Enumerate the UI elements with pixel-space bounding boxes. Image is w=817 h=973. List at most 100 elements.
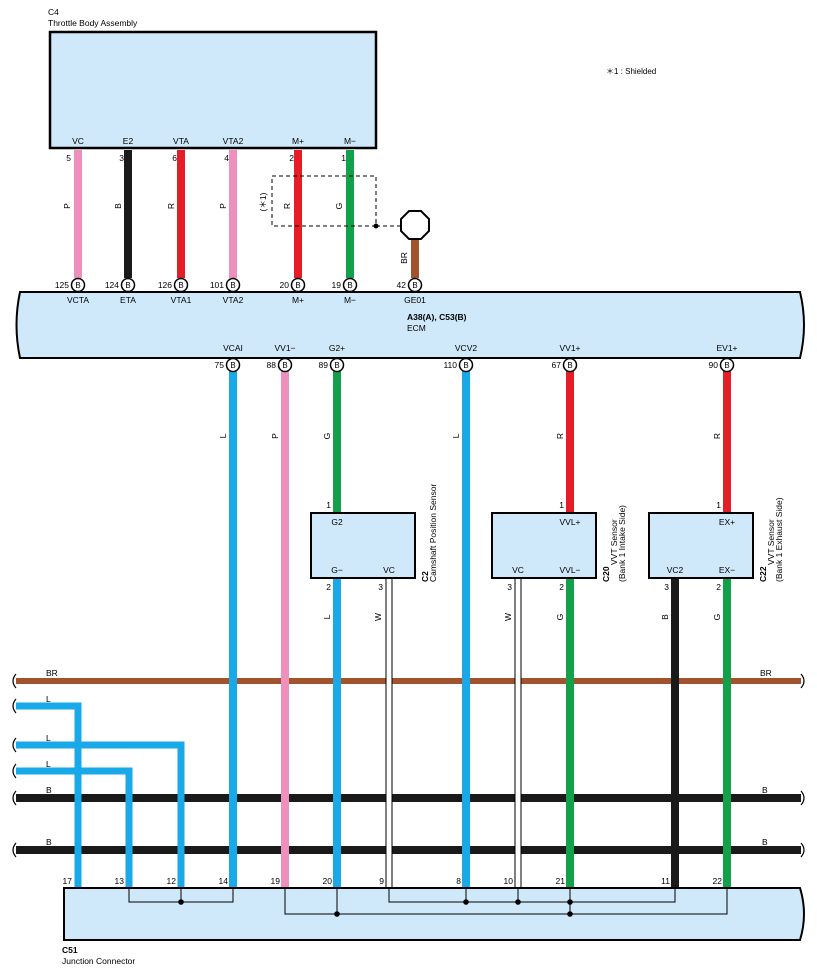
ecm-pin-label: VV1− — [274, 343, 295, 353]
c4-pin-num: 3 — [119, 153, 124, 163]
shield-box — [271, 175, 377, 227]
ecm-bottom-terminals — [225, 357, 735, 373]
c4-pin-label-vc: VC — [72, 136, 84, 146]
c51-pin-num: 17 — [63, 876, 73, 886]
c2-pin-label: VC — [383, 565, 395, 575]
c4-pin-num: 1 — [341, 153, 346, 163]
wire-break-mark — [12, 698, 17, 714]
c20-pin-num: 1 — [559, 500, 564, 510]
terminal — [719, 357, 735, 373]
terminal — [407, 277, 423, 293]
junction-node — [567, 911, 573, 917]
c51-pin-num: 19 — [271, 876, 281, 886]
c2-name: Camshaft Position Sensor — [428, 484, 438, 582]
c51-pin-num: 13 — [115, 876, 125, 886]
c2-pin-label: G2 — [331, 517, 343, 527]
wire-color-label: R — [282, 203, 292, 209]
ecm-box — [15, 291, 805, 359]
wire-break-mark — [800, 842, 805, 858]
terminal-conn: B — [463, 361, 468, 370]
c51-pin-num: 10 — [504, 876, 514, 886]
c51-pin-num: 21 — [556, 876, 566, 886]
wire-color-label: L — [322, 614, 332, 619]
ecm-pin-label: VCV2 — [455, 343, 477, 353]
ecm-pin-label: GE01 — [404, 295, 426, 305]
wire-color-label: B — [113, 203, 123, 209]
side-wire-color: BR — [760, 668, 772, 678]
terminal — [458, 357, 474, 373]
c22-pin-num: 2 — [716, 582, 721, 592]
side-wire-color: BR — [46, 668, 58, 678]
side-wire-color: L — [46, 759, 51, 769]
side-wire-color: L — [46, 694, 51, 704]
c2-pin-num: 3 — [378, 582, 383, 592]
ecm-pin-num: 89 — [319, 360, 329, 370]
c20-id: C20 — [601, 566, 611, 582]
wire-color-label: P — [270, 433, 280, 439]
ecm-pin-num: 42 — [397, 280, 407, 290]
c22-name: VVT Sensor — [766, 519, 776, 565]
ecm-pin-num: 110 — [443, 360, 457, 370]
ecm-pin-num: 101 — [210, 280, 224, 290]
wire-break-mark — [12, 790, 17, 806]
terminal — [70, 277, 86, 293]
wire-color-label: L — [451, 433, 461, 438]
terminal-conn: B — [282, 361, 287, 370]
junction-node — [178, 899, 184, 905]
c4-pin-label-vta: VTA — [173, 136, 189, 146]
c20-sub: (Bank 1 Intake Side) — [617, 505, 627, 582]
ecm-pin-label: VV1+ — [559, 343, 580, 353]
wire-break-mark — [12, 737, 17, 753]
junction-node — [567, 899, 573, 905]
c51-pin-num: 22 — [713, 876, 723, 886]
c51-pin-num: 20 — [323, 876, 333, 886]
terminal-conn: B — [75, 281, 80, 290]
c2-id: C2 — [420, 571, 430, 582]
wire-color-label: G — [322, 433, 332, 440]
c22-id: C22 — [758, 566, 768, 582]
ecm-pin-label: M+ — [292, 295, 304, 305]
wire-break-mark — [12, 673, 17, 689]
c2-pin-num: 2 — [326, 582, 331, 592]
wire-color-label: G — [555, 614, 565, 621]
ecm-pin-num: 67 — [552, 360, 562, 370]
ecm-pin-label: M− — [344, 295, 356, 305]
terminal-conn: B — [347, 281, 352, 290]
c51-pin-num: 8 — [456, 876, 461, 886]
wire-break-mark — [800, 673, 805, 689]
c51-pin-num: 14 — [219, 876, 229, 886]
c20-sensor-box — [491, 512, 597, 579]
wire-l-branch-1 — [16, 702, 82, 888]
wire-break-mark — [12, 842, 17, 858]
wire-color-label: W — [503, 613, 513, 621]
ecm-pin-label: VTA2 — [223, 295, 244, 305]
junction-node — [463, 899, 469, 905]
side-wire-color: B — [762, 837, 768, 847]
terminal-conn: B — [178, 281, 183, 290]
terminal-conn: B — [724, 361, 729, 370]
c4-pin-num: 4 — [224, 153, 229, 163]
wire-color-label: R — [555, 433, 565, 439]
terminal-conn: B — [334, 361, 339, 370]
ecm-pin-num: 75 — [215, 360, 225, 370]
c22-pin-label: VC2 — [667, 565, 684, 575]
ecm-pin-label: EV1+ — [716, 343, 737, 353]
junction-bus-2 — [284, 888, 728, 915]
c22-pin-label: EX− — [719, 565, 735, 575]
c22-pin-label: EX+ — [719, 517, 735, 527]
c51-id: C51 — [62, 945, 78, 955]
throttle-body-box — [48, 30, 378, 150]
terminal — [225, 277, 241, 293]
terminal-conn: B — [412, 281, 417, 290]
ecm-id: A38(A), C53(B) — [407, 312, 467, 322]
c20-pin-num: 2 — [559, 582, 564, 592]
ecm-pin-num: 125 — [55, 280, 69, 290]
c51-pin-num: 11 — [661, 876, 670, 886]
c22-pin-num: 3 — [664, 582, 669, 592]
terminal — [173, 277, 189, 293]
wire-color-label: R — [166, 203, 176, 209]
terminal-conn: B — [230, 361, 235, 370]
ecm-name: ECM — [407, 323, 426, 333]
c2-sensor-box — [310, 512, 416, 579]
